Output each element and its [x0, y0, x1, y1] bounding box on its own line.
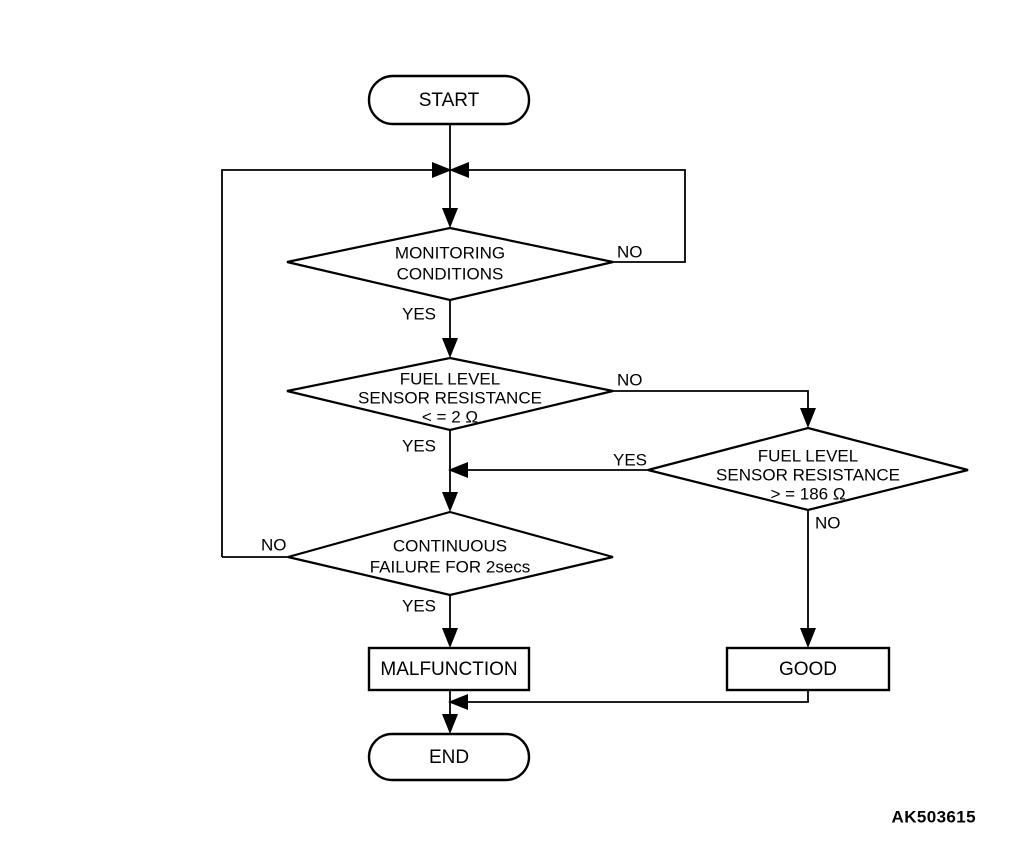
resistance-low-line2: SENSOR RESISTANCE	[358, 388, 542, 407]
node-malfunction[interactable]: MALFUNCTION	[367, 646, 531, 692]
branch-label-resistance-high-no: NO	[815, 513, 841, 532]
branch-label-continuous-failure-no: NO	[261, 535, 287, 554]
branch-label-resistance-high-yes: YES	[613, 450, 647, 469]
resistance-high-line3: > = 186 Ω	[770, 484, 845, 503]
arrowhead-into-continuous-failure	[442, 492, 458, 512]
continuous-failure-line2: FAILURE FOR 2secs	[370, 557, 531, 576]
node-resistance-high[interactable]: FUEL LEVEL SENSOR RESISTANCE > = 186 Ω	[647, 426, 969, 512]
edge-resistance-low-no	[613, 390, 809, 420]
good-shape	[725, 646, 891, 692]
start-shape	[367, 74, 531, 126]
arrowhead-loop-left	[432, 162, 452, 178]
arrowhead-good-merge	[448, 694, 468, 710]
node-good[interactable]: GOOD	[725, 646, 891, 692]
resistance-high-line1: FUEL LEVEL	[758, 446, 858, 465]
corner-reference-id: AK503615	[892, 807, 976, 826]
branch-label-resistance-low-yes: YES	[402, 436, 436, 455]
arrowhead-into-end	[442, 714, 458, 734]
branch-label-monitoring-no: NO	[617, 242, 643, 261]
arrowhead-resistance-high-yes	[448, 462, 468, 478]
monitoring-conditions-shape	[286, 226, 614, 302]
arrowhead-into-resistance-high	[800, 408, 816, 428]
node-monitoring-conditions[interactable]: MONITORING CONDITIONS	[286, 226, 614, 302]
resistance-high-shape	[647, 426, 969, 512]
edge-monitoring-no-return	[469, 169, 686, 263]
arrowhead-into-monitoring	[442, 208, 458, 228]
node-end[interactable]: END	[367, 732, 531, 782]
arrowhead-into-resistance-low	[442, 338, 458, 358]
node-start[interactable]: START	[367, 74, 531, 126]
malfunction-label: MALFUNCTION	[380, 659, 517, 680]
monitoring-conditions-line1: MONITORING	[395, 243, 505, 262]
resistance-low-shape	[286, 356, 614, 432]
branch-label-resistance-low-no: NO	[617, 370, 643, 389]
node-resistance-low[interactable]: FUEL LEVEL SENSOR RESISTANCE < = 2 Ω	[286, 356, 614, 432]
arrowhead-into-malfunction	[442, 628, 458, 648]
node-continuous-failure[interactable]: CONTINUOUS FAILURE FOR 2secs	[287, 510, 614, 597]
continuous-failure-shape	[287, 510, 614, 597]
continuous-failure-line1: CONTINUOUS	[393, 536, 507, 555]
start-label: START	[419, 90, 480, 111]
monitoring-conditions-line2: CONDITIONS	[397, 264, 504, 283]
resistance-high-line2: SENSOR RESISTANCE	[716, 465, 900, 484]
good-label: GOOD	[779, 659, 837, 680]
branch-label-continuous-failure-yes: YES	[402, 596, 436, 615]
edge-good-to-end	[468, 690, 809, 703]
arrowhead-loop-right	[449, 162, 469, 178]
branch-label-monitoring-yes: YES	[402, 304, 436, 323]
malfunction-shape	[367, 646, 531, 692]
resistance-low-line1: FUEL LEVEL	[400, 369, 500, 388]
resistance-low-line3: < = 2 Ω	[422, 407, 478, 426]
end-shape	[367, 732, 531, 782]
edge-loop-left-return	[221, 169, 432, 557]
end-label: END	[429, 747, 469, 768]
arrowhead-into-good	[800, 628, 816, 648]
